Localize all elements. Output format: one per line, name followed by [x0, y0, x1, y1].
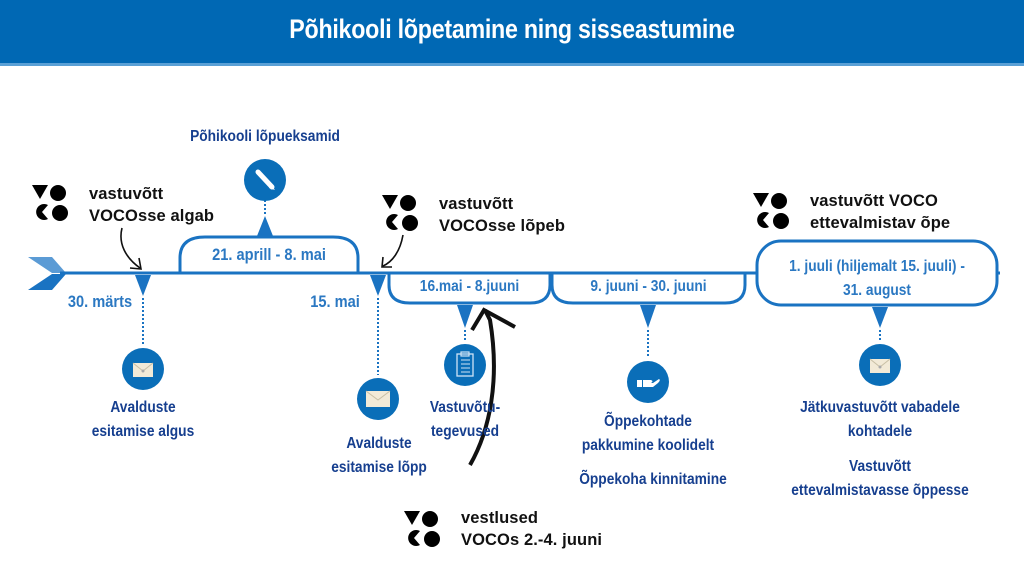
label-start-line1: Avalduste: [110, 399, 176, 416]
voco-note-interview-line2: VOCOs 2.-4. juuni: [461, 531, 603, 549]
hand-arrow-interview-head: [470, 307, 516, 332]
voco-logo: [404, 511, 440, 547]
bracket-offers: [550, 273, 747, 305]
voco-note-end-line1: vastuvõtt: [439, 195, 514, 213]
label-admission-line2: tegevused: [430, 423, 500, 440]
bracket-exams: [178, 235, 360, 273]
date-summer-line1: 1. juuli (hiljemalt 15. juuli) -: [789, 258, 965, 275]
date-15-mai: 15. mai: [310, 292, 360, 311]
date-30-marts: 30. märts: [67, 292, 133, 311]
marker-admission: [457, 305, 473, 328]
label-summer-line1: Jätkuvastuvõtt vabadele: [800, 399, 960, 416]
label-exams: Põhikooli lõpueksamid: [190, 128, 340, 145]
bracket-admission: [387, 273, 552, 305]
label-admission-line1: Vastuvõtu-: [429, 399, 501, 416]
page-title: Põhikooli lõpetamine ning sisseastumine: [289, 14, 735, 44]
header-banner: Põhikooli lõpetamine ning sisseastumine: [0, 0, 1024, 66]
label-end-line1: Avalduste: [346, 435, 412, 452]
voco-logo: [32, 185, 68, 221]
date-summer-line2: 31. august: [842, 282, 912, 299]
date-admission: 16.mai - 8.juuni: [419, 278, 520, 295]
hand-arrow-end: [382, 234, 404, 267]
label-offers-line2: pakkumine koolidelt: [581, 437, 715, 454]
date-offers: 9. juuni - 30. juuni: [590, 278, 707, 295]
envelope-icon: [357, 378, 399, 420]
voco-note-prep-line2: ettevalmistav õpe: [810, 214, 951, 232]
hand-arrow-end-head: [381, 256, 392, 268]
voco-note-interview-line1: vestlused: [461, 509, 539, 527]
label-summer-extra-line1: Vastuvõtt: [849, 458, 911, 475]
voco-note-prep-line1: vastuvõtt VOCO: [810, 192, 938, 210]
voco-note-end-line2: VOCOsse lõpeb: [439, 217, 566, 235]
hand-offer-icon: [627, 361, 669, 403]
label-offers-line1: Õppekohtade: [604, 413, 692, 430]
voco-logo: [753, 193, 789, 229]
label-start-line2: esitamise algus: [91, 423, 195, 440]
marker-exams: [257, 216, 273, 236]
marker-offers: [640, 305, 656, 328]
label-summer-line2: kohtadele: [847, 423, 913, 440]
hand-arrow-start: [120, 227, 141, 269]
label-offers-extra: Õppekoha kinnitamine: [579, 471, 727, 488]
voco-logo: [382, 195, 418, 231]
hand-arrow-interview: [468, 309, 496, 466]
label-end-line2: esitamise lõpp: [331, 459, 427, 476]
pen-icon: [244, 159, 286, 201]
marker-15-mai: [370, 275, 386, 296]
marker-summer: [872, 307, 888, 328]
open-envelope-icon: [122, 348, 164, 390]
clipboard-checklist-icon: [444, 344, 486, 386]
label-summer-extra-line2: ettevalmistavasse õppesse: [791, 482, 969, 499]
marker-30-marts: [135, 275, 151, 296]
open-envelope-icon: [859, 344, 901, 386]
timeline-start-arrow-lower: [28, 274, 66, 290]
voco-note-start-line1: vastuvõtt: [89, 185, 164, 203]
date-exams: 21. aprill - 8. mai: [212, 245, 326, 264]
voco-note-start-line2: VOCOsse algab: [89, 207, 215, 225]
box-summer: [755, 239, 999, 307]
timeline-start-arrow: [28, 257, 66, 273]
hand-arrow-start-head: [129, 257, 142, 270]
